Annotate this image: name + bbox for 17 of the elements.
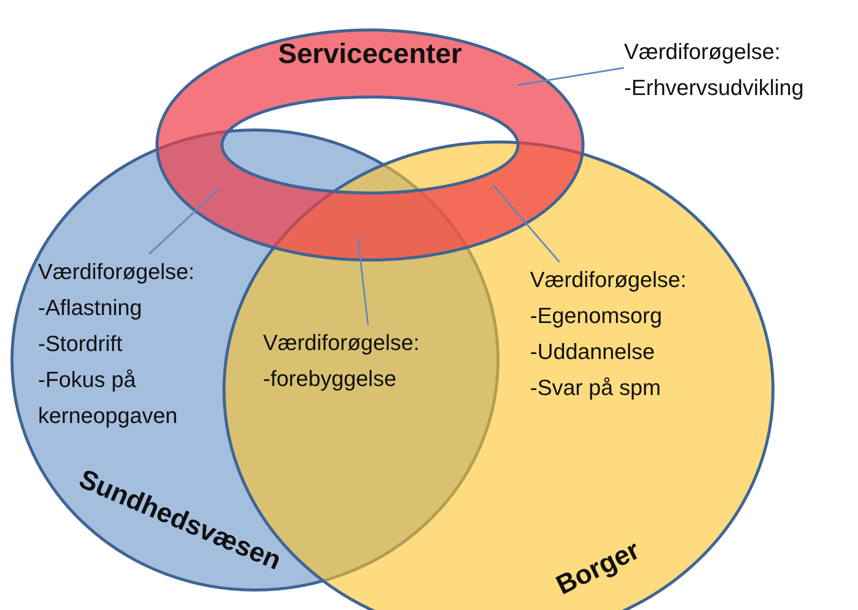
circle-label: Servicecenter (278, 38, 462, 70)
leader-line (518, 67, 624, 86)
value-heading: Værdiforøgelse: (263, 329, 421, 357)
value-heading: Værdiforøgelse: (38, 258, 196, 286)
value-heading: Værdiforøgelse: (624, 38, 782, 66)
value-heading: Værdiforøgelse: (530, 266, 688, 294)
leader-line (357, 238, 369, 326)
value-item: -Stordrift (38, 330, 124, 358)
value-item: -Erhvervsudvikling (624, 74, 805, 102)
leader-line (148, 187, 220, 255)
value-item: -Svar på spm (530, 374, 662, 402)
value-item: -Aflastning (38, 294, 143, 322)
leader-line (492, 184, 560, 263)
value-item: -Uddannelse (530, 338, 656, 366)
value-item: -Fokus på kerneopgaven (38, 366, 178, 430)
value-item: -forebyggelse (263, 365, 398, 393)
value-item: -Egenomsorg (530, 302, 664, 330)
